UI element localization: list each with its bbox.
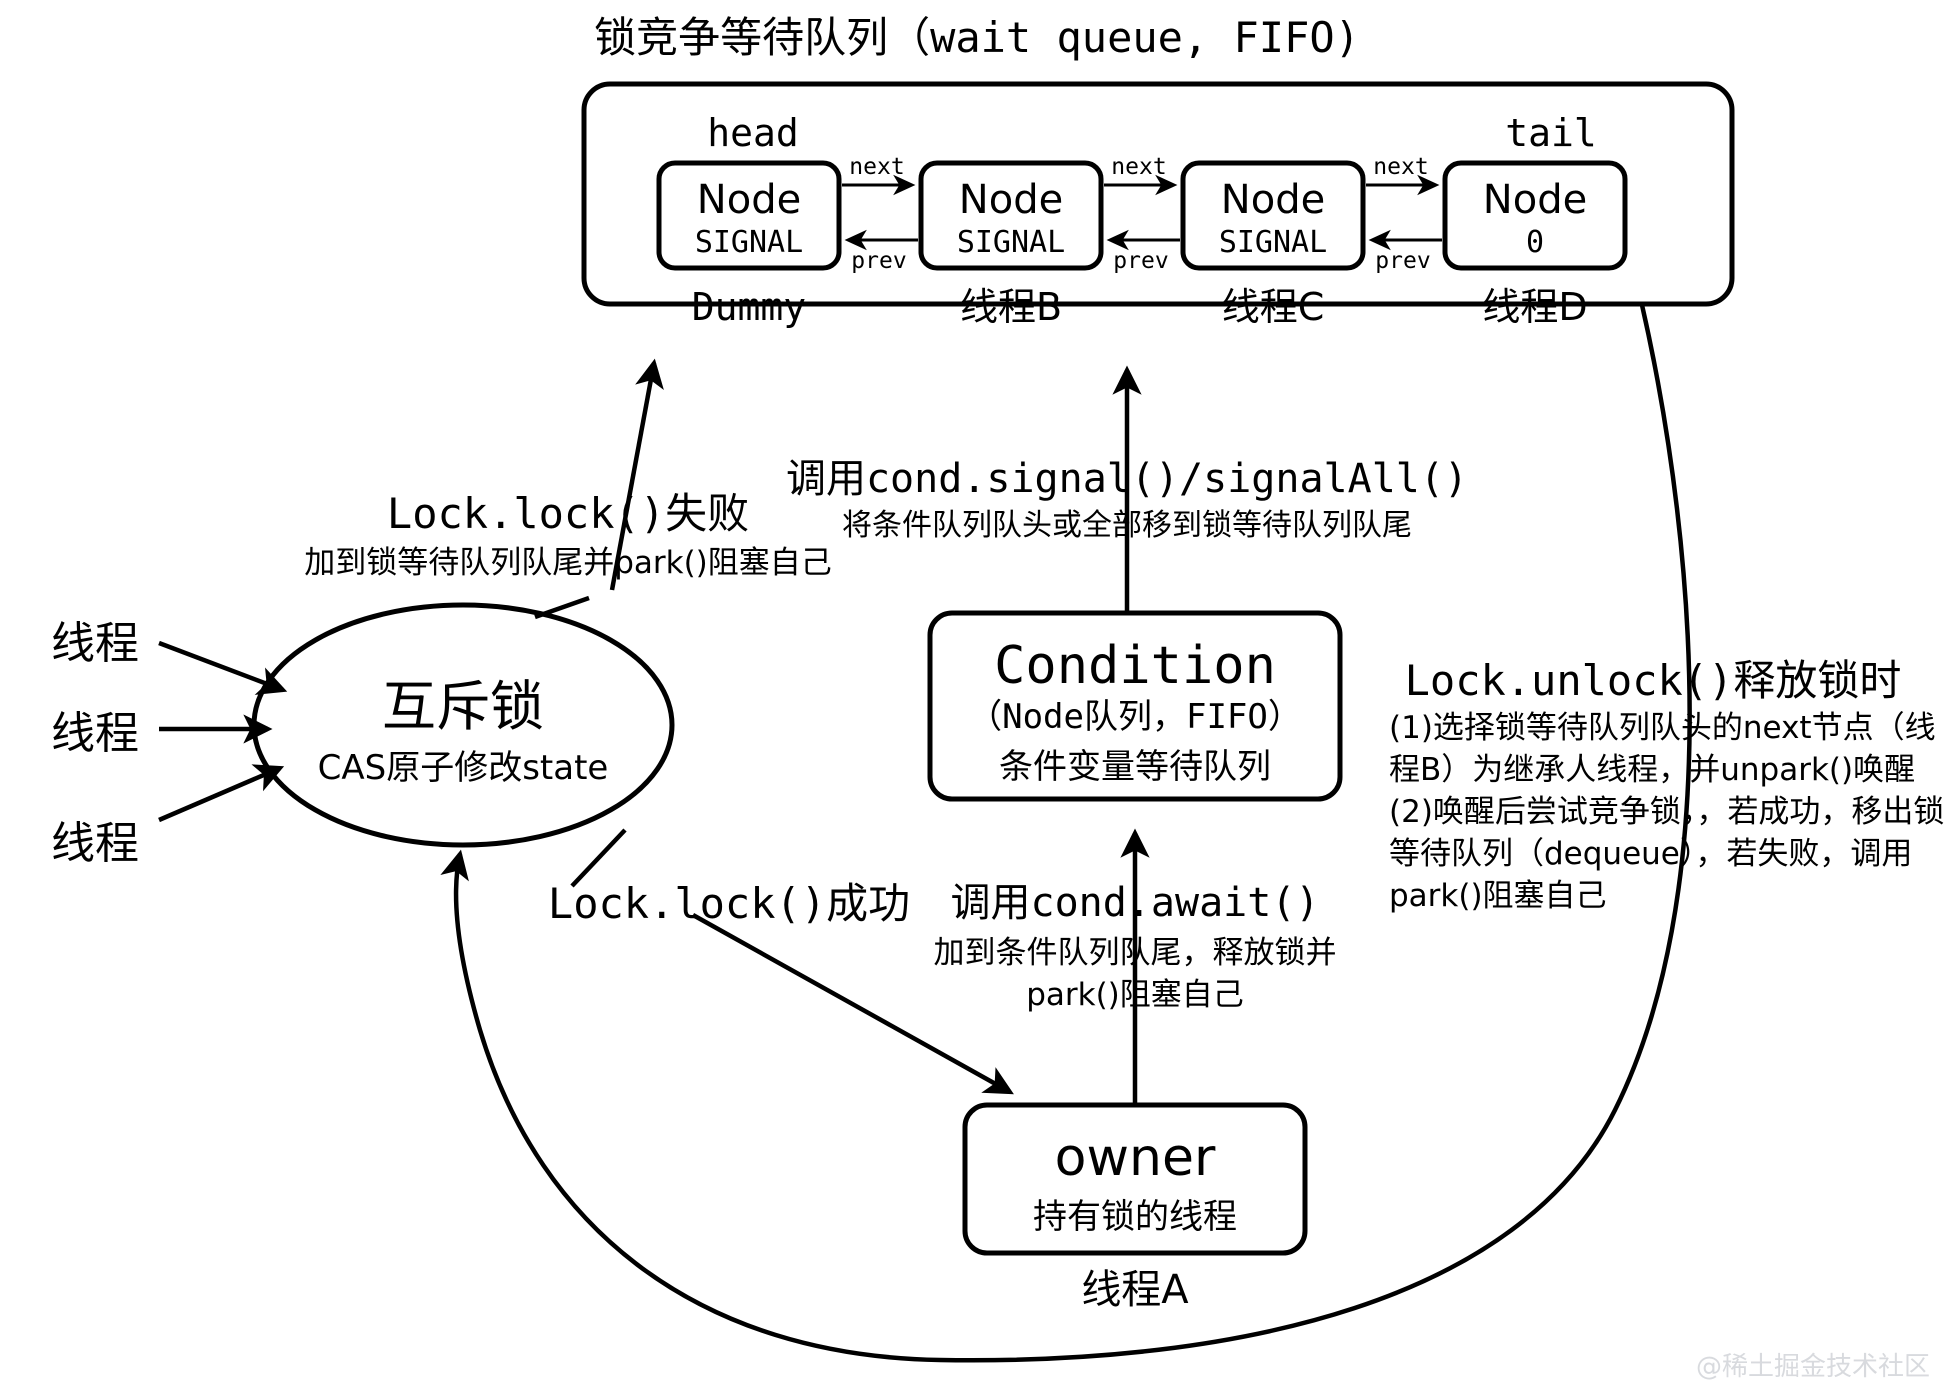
cond-signal-detail: 将条件队列队头或全部移到锁等待队列队尾 bbox=[842, 508, 1412, 543]
owner-subtitle: 持有锁的线程 bbox=[1033, 1197, 1237, 1237]
lock-fail-title: Lock.lock()失败 bbox=[387, 489, 749, 538]
owner-box[interactable]: owner 持有锁的线程 bbox=[962, 1102, 1308, 1256]
queue-node-3-owner: 线程D bbox=[1482, 285, 1587, 329]
unlock-detail-5: park()阻塞自己 bbox=[1389, 878, 1607, 914]
thread-label: 线程 bbox=[51, 618, 139, 669]
prev-label: prev bbox=[1113, 248, 1168, 274]
next-label: next bbox=[1373, 154, 1428, 180]
unlock-detail-4: 等待队列（dequeue），若失败，调用 bbox=[1389, 836, 1912, 872]
incoming-thread-0: 线程 bbox=[51, 618, 288, 695]
node-title: Node bbox=[1221, 177, 1325, 223]
next-label: next bbox=[1111, 154, 1166, 180]
edge-cond-await: 调用cond.await() 加到条件队列队尾，释放锁并 park()阻塞自己 bbox=[934, 828, 1337, 1104]
lock-success-title: Lock.lock()成功 bbox=[548, 879, 910, 928]
node-title: Node bbox=[1483, 177, 1587, 223]
page-title: 锁竞争等待队列（wait queue, FIFO) bbox=[594, 13, 1360, 62]
condition-caption: 条件变量等待队列 bbox=[999, 747, 1271, 787]
next-label: next bbox=[849, 154, 904, 180]
queue-node-0-owner: Dummy bbox=[692, 285, 806, 329]
edge-lock-fail: Lock.lock()失败 加到锁等待队列队尾并park()阻塞自己 bbox=[304, 358, 832, 620]
queue-tail-label: tail bbox=[1505, 111, 1597, 155]
condition-rect bbox=[927, 610, 1343, 802]
watermark: @稀土掘金技术社区 bbox=[1696, 1352, 1930, 1382]
node-box bbox=[918, 160, 1104, 271]
node-state: 0 bbox=[1526, 225, 1544, 260]
queue-node-1[interactable]: Node SIGNAL bbox=[918, 160, 1104, 271]
incoming-thread-1: 线程 bbox=[51, 708, 273, 759]
prev-label: prev bbox=[851, 248, 906, 274]
node-state: SIGNAL bbox=[957, 225, 1065, 260]
condition-title: Condition bbox=[994, 636, 1276, 696]
lock-fail-detail: 加到锁等待队列队尾并park()阻塞自己 bbox=[304, 545, 832, 581]
queue-node-0[interactable]: Node SIGNAL bbox=[656, 160, 842, 271]
node-title: Node bbox=[959, 177, 1063, 223]
cond-await-detail-1: 加到条件队列队尾，释放锁并 bbox=[934, 935, 1337, 971]
cond-await-title: 调用cond.await() bbox=[951, 880, 1320, 926]
mutex-title: 互斥锁 bbox=[382, 675, 544, 738]
node-box bbox=[1180, 160, 1366, 271]
node-state: SIGNAL bbox=[695, 225, 803, 260]
node-box bbox=[1442, 160, 1628, 271]
mutex-subtitle: CAS原子修改state bbox=[318, 748, 609, 788]
unlock-detail-1: (1)选择锁等待队列队头的next节点（线 bbox=[1389, 710, 1936, 746]
incoming-thread-2: 线程 bbox=[51, 764, 285, 869]
node-box bbox=[656, 160, 842, 271]
condition-box[interactable]: Condition （Node队列，FIFO） 条件变量等待队列 bbox=[927, 610, 1343, 802]
condition-subtitle: （Node队列，FIFO） bbox=[968, 697, 1302, 737]
queue-head-label: head bbox=[707, 111, 799, 155]
edge-lock-success: Lock.lock()成功 bbox=[548, 828, 1014, 1095]
node-link-0-1: next prev bbox=[842, 154, 918, 274]
edge-cond-signal: 调用cond.signal()/signalAll() 将条件队列队头或全部移到… bbox=[786, 365, 1468, 612]
edge-lock-unlock: Lock.unlock()释放锁时 (1)选择锁等待队列队头的next节点（线 … bbox=[440, 304, 1944, 1363]
unlock-detail-3: (2)唤醒后尝试竞争锁，，若成功，移出锁 bbox=[1389, 794, 1944, 830]
cond-await-detail-2: park()阻塞自己 bbox=[1026, 977, 1244, 1013]
unlock-title: Lock.unlock()释放锁时 bbox=[1405, 656, 1902, 705]
mutex-lock[interactable]: 互斥锁 CAS原子修改state bbox=[251, 602, 675, 848]
cond-signal-title: 调用cond.signal()/signalAll() bbox=[786, 456, 1468, 502]
queue-node-1-owner: 线程B bbox=[960, 285, 1062, 329]
prev-label: prev bbox=[1375, 248, 1430, 274]
owner-caption: 线程A bbox=[1081, 1267, 1189, 1313]
node-title: Node bbox=[697, 177, 801, 223]
node-link-2-3: next prev bbox=[1366, 154, 1442, 274]
node-link-1-2: next prev bbox=[1104, 154, 1180, 274]
queue-node-3[interactable]: Node 0 bbox=[1442, 160, 1628, 271]
queue-node-2[interactable]: Node SIGNAL bbox=[1180, 160, 1366, 271]
node-state: SIGNAL bbox=[1219, 225, 1327, 260]
unlock-detail-2: 程B）为继承人线程，并unpark()唤醒 bbox=[1389, 752, 1915, 788]
owner-rect bbox=[962, 1102, 1308, 1256]
thread-label: 线程 bbox=[51, 708, 139, 759]
thread-label: 线程 bbox=[51, 818, 139, 869]
queue-node-2-owner: 线程C bbox=[1222, 285, 1325, 329]
owner-title: owner bbox=[1055, 1128, 1216, 1188]
